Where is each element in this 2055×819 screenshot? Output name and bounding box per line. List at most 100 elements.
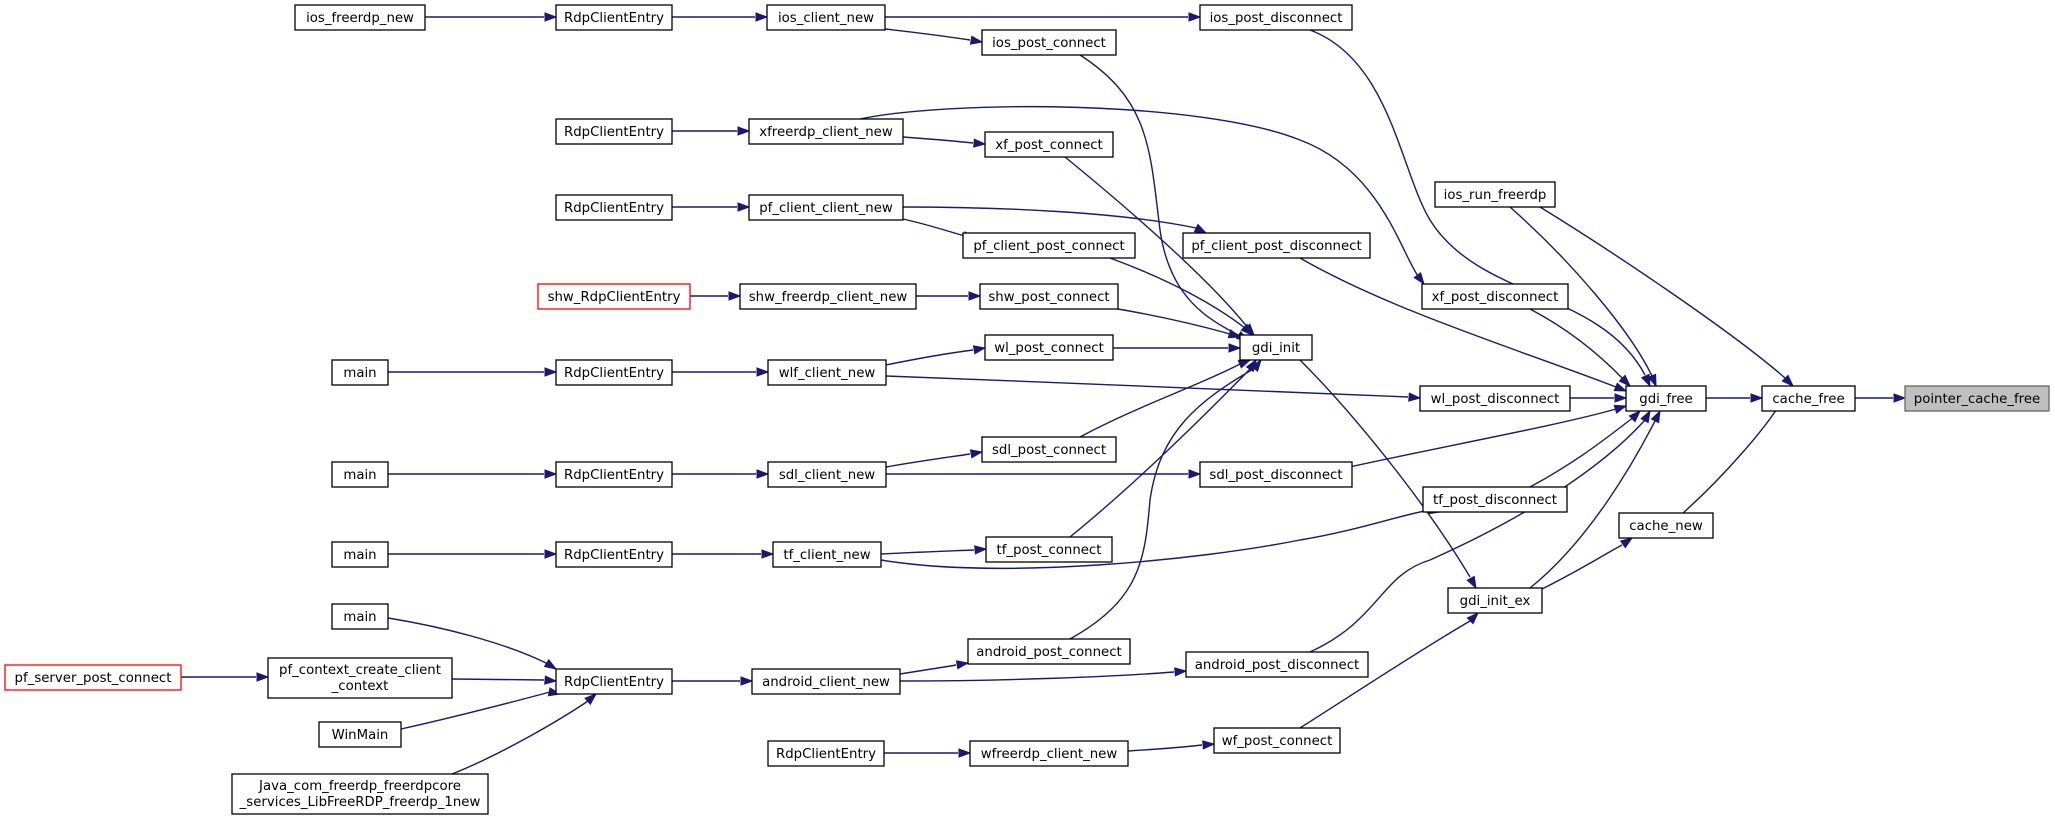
svg-text:main: main bbox=[343, 468, 376, 483]
node-ios-post-connect[interactable]: ios_post_connect bbox=[981, 29, 1117, 56]
node-android-post-disconnect[interactable]: android_post_disconnect bbox=[1185, 651, 1369, 678]
node-sdl-client-new[interactable]: sdl_client_new bbox=[767, 461, 887, 488]
svg-text:pf_client_post_disconnect: pf_client_post_disconnect bbox=[1191, 239, 1361, 254]
svg-text:wl_post_disconnect: wl_post_disconnect bbox=[1431, 392, 1560, 407]
edge-entry-android-to-android-client-new bbox=[672, 676, 754, 686]
edge-sdl-client-new-to-sdl-post-disconnect bbox=[886, 469, 1202, 479]
node-wfreerdp-client-new[interactable]: wfreerdp_client_new bbox=[969, 740, 1129, 767]
node-cache-free[interactable]: cache_free bbox=[1761, 385, 1856, 412]
node-gdi-init[interactable]: gdi_init bbox=[1239, 334, 1313, 361]
node-sdl-post-connect[interactable]: sdl_post_connect bbox=[981, 436, 1117, 463]
svg-text:xf_post_disconnect: xf_post_disconnect bbox=[1432, 290, 1559, 305]
svg-text:android_client_new: android_client_new bbox=[762, 675, 890, 690]
edge-ios-client-new-to-ios-post-connect bbox=[884, 28, 984, 45]
node-main-wl[interactable]: main bbox=[331, 359, 389, 386]
node-rdpclient-entry-android[interactable]: RdpClientEntry bbox=[555, 668, 673, 695]
node-shw-rdpclient-entry[interactable]: shw_RdpClientEntry bbox=[537, 283, 691, 310]
svg-text:gdi_init_ex: gdi_init_ex bbox=[1460, 594, 1531, 609]
node-pf-context-create-client-context[interactable]: pf_context_create_client _context bbox=[267, 657, 453, 699]
edge-xfreerdp-client-new-to-xf-post-connect bbox=[902, 136, 987, 148]
svg-text:ios_post_disconnect: ios_post_disconnect bbox=[1210, 11, 1343, 26]
edge-entry-ios-to-ios-client-new bbox=[672, 12, 769, 22]
node-xf-post-connect[interactable]: xf_post_connect bbox=[984, 131, 1114, 158]
node-rdpclient-entry-wf[interactable]: RdpClientEntry bbox=[767, 740, 885, 767]
edge-gdi-free-to-cache-free bbox=[1706, 393, 1764, 403]
node-rdpclient-entry-pf[interactable]: RdpClientEntry bbox=[555, 194, 673, 221]
node-pf-client-client-new[interactable]: pf_client_client_new bbox=[748, 194, 904, 221]
node-cache-new[interactable]: cache_new bbox=[1618, 512, 1714, 539]
edge-sdl-post-connect-to-gdi-init bbox=[1079, 359, 1252, 438]
svg-text:gdi_free: gdi_free bbox=[1639, 392, 1692, 407]
node-tf-client-new[interactable]: tf_client_new bbox=[772, 541, 882, 568]
node-xf-post-disconnect[interactable]: xf_post_disconnect bbox=[1421, 283, 1569, 310]
node-pf-client-post-disconnect[interactable]: pf_client_post_disconnect bbox=[1182, 232, 1371, 259]
edge-cache-free-to-pointer-cache-free bbox=[1855, 393, 1907, 403]
edge-ios-run-freerdp-to-gdi-free bbox=[1509, 206, 1657, 388]
edge-tf-client-new-to-tf-post-disconnect bbox=[880, 505, 1442, 569]
node-xfreerdp-client-new[interactable]: xfreerdp_client_new bbox=[748, 118, 904, 145]
edge-pf-client-client-new-to-pf-client-post-disconnect bbox=[902, 206, 1208, 234]
node-android-client-new[interactable]: android_client_new bbox=[751, 668, 901, 695]
node-rdpclient-entry-tf[interactable]: RdpClientEntry bbox=[555, 541, 673, 568]
node-tf-post-disconnect[interactable]: tf_post_disconnect bbox=[1422, 486, 1568, 513]
node-shw-freerdp-client-new[interactable]: shw_freerdp_client_new bbox=[739, 283, 917, 310]
edge-sdl-client-new-to-sdl-post-connect bbox=[885, 449, 984, 468]
node-shw-post-connect[interactable]: shw_post_connect bbox=[979, 283, 1119, 310]
edge-gdi-init-to-gdi-init-ex bbox=[1299, 359, 1477, 590]
node-winmain[interactable]: WinMain bbox=[318, 721, 402, 748]
node-ios-freerdp-new[interactable]: ios_freerdp_new bbox=[294, 4, 426, 31]
edge-gdi-init-ex-to-gdi-free bbox=[1529, 409, 1661, 589]
svg-text:cache_free: cache_free bbox=[1772, 392, 1844, 407]
svg-text:pf_client_client_new: pf_client_client_new bbox=[759, 201, 893, 216]
edge-java-to-entry-android bbox=[451, 693, 598, 775]
node-main-android[interactable]: main bbox=[331, 603, 389, 630]
node-sdl-post-disconnect[interactable]: sdl_post_disconnect bbox=[1199, 461, 1353, 488]
edge-gdi-init-ex-to-cache-new bbox=[1539, 537, 1634, 591]
svg-text:wf_post_connect: wf_post_connect bbox=[1222, 734, 1333, 749]
node-ios-client-new[interactable]: ios_client_new bbox=[766, 4, 886, 31]
svg-text:_services_LibFreeRDP_freerdp_1: _services_LibFreeRDP_freerdp_1new bbox=[239, 795, 481, 810]
node-ios-post-disconnect[interactable]: ios_post_disconnect bbox=[1199, 4, 1353, 31]
node-gdi-init-ex[interactable]: gdi_init_ex bbox=[1447, 587, 1543, 614]
node-rdpclient-entry-ios[interactable]: RdpClientEntry bbox=[555, 4, 673, 31]
node-tf-post-connect[interactable]: tf_post_connect bbox=[985, 536, 1113, 563]
edge-tf-post-disconnect-to-gdi-free bbox=[1529, 409, 1642, 488]
node-main-tf[interactable]: main bbox=[331, 541, 389, 568]
node-java-freerdp-new[interactable]: Java_com_freerdp_freerdpcore _services_L… bbox=[231, 773, 489, 815]
node-android-post-connect[interactable]: android_post_connect bbox=[967, 638, 1131, 665]
edge-main-sdl-to-entry-sdl bbox=[388, 469, 558, 479]
svg-text:sdl_client_new: sdl_client_new bbox=[779, 468, 875, 483]
node-rdpclient-entry-xf[interactable]: RdpClientEntry bbox=[555, 118, 673, 145]
edge-xfreerdp-client-new-to-xf-post-disconnect bbox=[859, 105, 1425, 286]
edge-shw-freerdp-client-new-to-shw-post-connect bbox=[916, 291, 982, 301]
node-wl-post-connect[interactable]: wl_post_connect bbox=[984, 334, 1114, 361]
node-pf-client-post-connect[interactable]: pf_client_post_connect bbox=[962, 232, 1136, 259]
svg-text:shw_freerdp_client_new: shw_freerdp_client_new bbox=[749, 290, 908, 305]
svg-text:ios_post_connect: ios_post_connect bbox=[992, 36, 1106, 51]
svg-text:RdpClientEntry: RdpClientEntry bbox=[564, 468, 664, 483]
edge-pf-client-post-disconnect-to-gdi-free bbox=[1299, 257, 1628, 392]
svg-text:shw_post_connect: shw_post_connect bbox=[988, 290, 1109, 305]
node-main-sdl[interactable]: main bbox=[331, 461, 389, 488]
node-pointer-cache-free[interactable]: pointer_cache_free bbox=[1904, 385, 2050, 412]
node-gdi-free[interactable]: gdi_free bbox=[1625, 385, 1707, 412]
node-rdpclient-entry-sdl[interactable]: RdpClientEntry bbox=[555, 461, 673, 488]
edge-shw-post-connect-to-gdi-init bbox=[1117, 308, 1242, 339]
svg-text:pointer_cache_free: pointer_cache_free bbox=[1914, 392, 2040, 407]
edge-main-wl-to-entry-wl bbox=[388, 367, 558, 377]
node-rdpclient-entry-wl[interactable]: RdpClientEntry bbox=[555, 359, 673, 386]
edge-tf-client-new-to-tf-post-connect bbox=[880, 545, 988, 555]
node-ios-run-freerdp[interactable]: ios_run_freerdp bbox=[1434, 181, 1556, 208]
node-wl-post-disconnect[interactable]: wl_post_disconnect bbox=[1419, 385, 1571, 412]
edge-main-android-to-entry-android bbox=[387, 617, 558, 670]
svg-text:pf_client_post_connect: pf_client_post_connect bbox=[973, 239, 1124, 254]
edge-entry-tf-to-tf-client-new bbox=[672, 549, 775, 559]
svg-text:xf_post_connect: xf_post_connect bbox=[995, 138, 1103, 153]
svg-text:wlf_client_new: wlf_client_new bbox=[779, 366, 876, 381]
edge-ios-run-freerdp-to-cache-free bbox=[1539, 206, 1795, 388]
node-pf-server-post-connect[interactable]: pf_server_post_connect bbox=[4, 664, 182, 691]
node-wf-post-connect[interactable]: wf_post_connect bbox=[1213, 727, 1341, 754]
svg-text:main: main bbox=[343, 610, 376, 625]
node-wlf-client-new[interactable]: wlf_client_new bbox=[767, 359, 887, 386]
